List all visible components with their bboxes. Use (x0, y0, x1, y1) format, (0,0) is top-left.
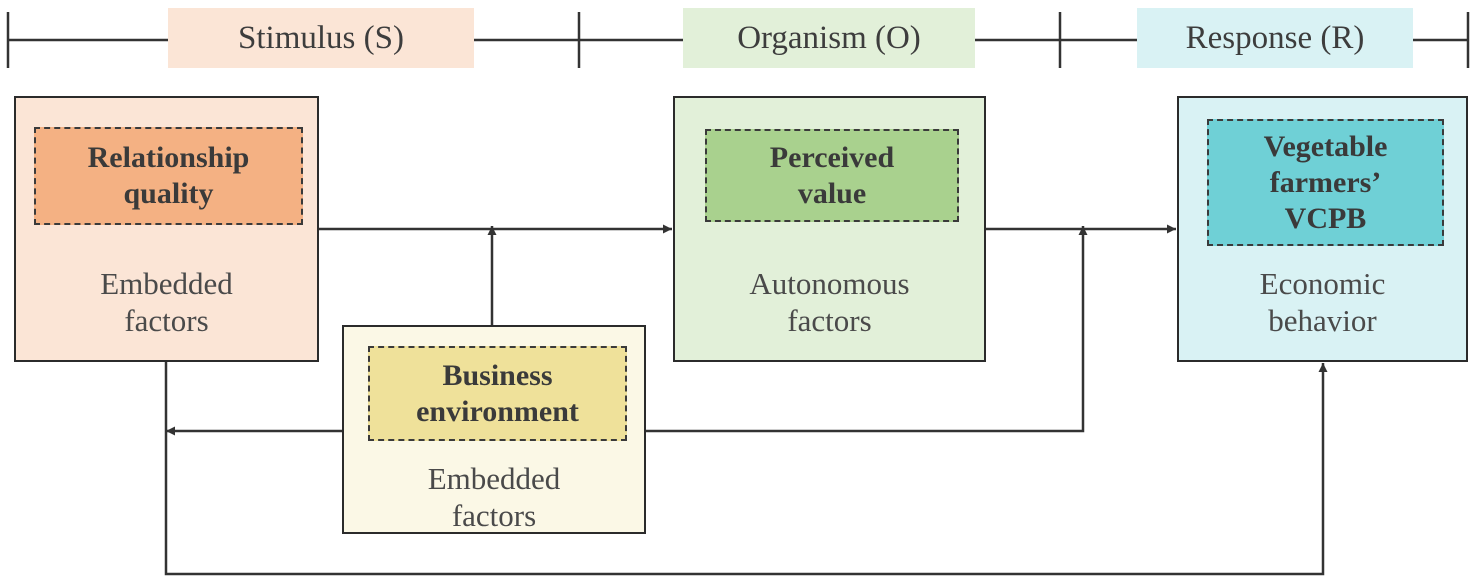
phase-label-organism: Organism (O) (683, 8, 975, 68)
factor-line: behavior (1268, 303, 1377, 338)
factor-line: factors (124, 303, 209, 338)
node-title-line: Relationship (87, 141, 250, 174)
node-title-line: Business (442, 358, 553, 392)
factor-line: factors (451, 498, 537, 533)
node-title-line: quality (123, 177, 214, 210)
factor-line: Embedded (100, 266, 233, 301)
node-title-line: Perceived (769, 140, 895, 174)
arrow-business-moderates-o-r (646, 226, 1088, 433)
factor-line: Economic (1259, 266, 1386, 301)
node-title-line: value (797, 176, 867, 210)
factor-line: Autonomous (749, 266, 910, 301)
node-title-line: environment (416, 394, 579, 428)
node-title-line: farmers’ (1269, 165, 1382, 199)
node-title-line: VCPB (1284, 201, 1367, 235)
phase-label-response: Response (R) (1137, 8, 1413, 68)
phase-label-stimulus: Stimulus (S) (168, 8, 474, 68)
node-title-line: Vegetable (1263, 129, 1388, 163)
factor-line: factors (787, 303, 872, 338)
factor-line: Embedded (427, 461, 561, 496)
arrow-stimulus-direct-to-response (164, 362, 1328, 576)
